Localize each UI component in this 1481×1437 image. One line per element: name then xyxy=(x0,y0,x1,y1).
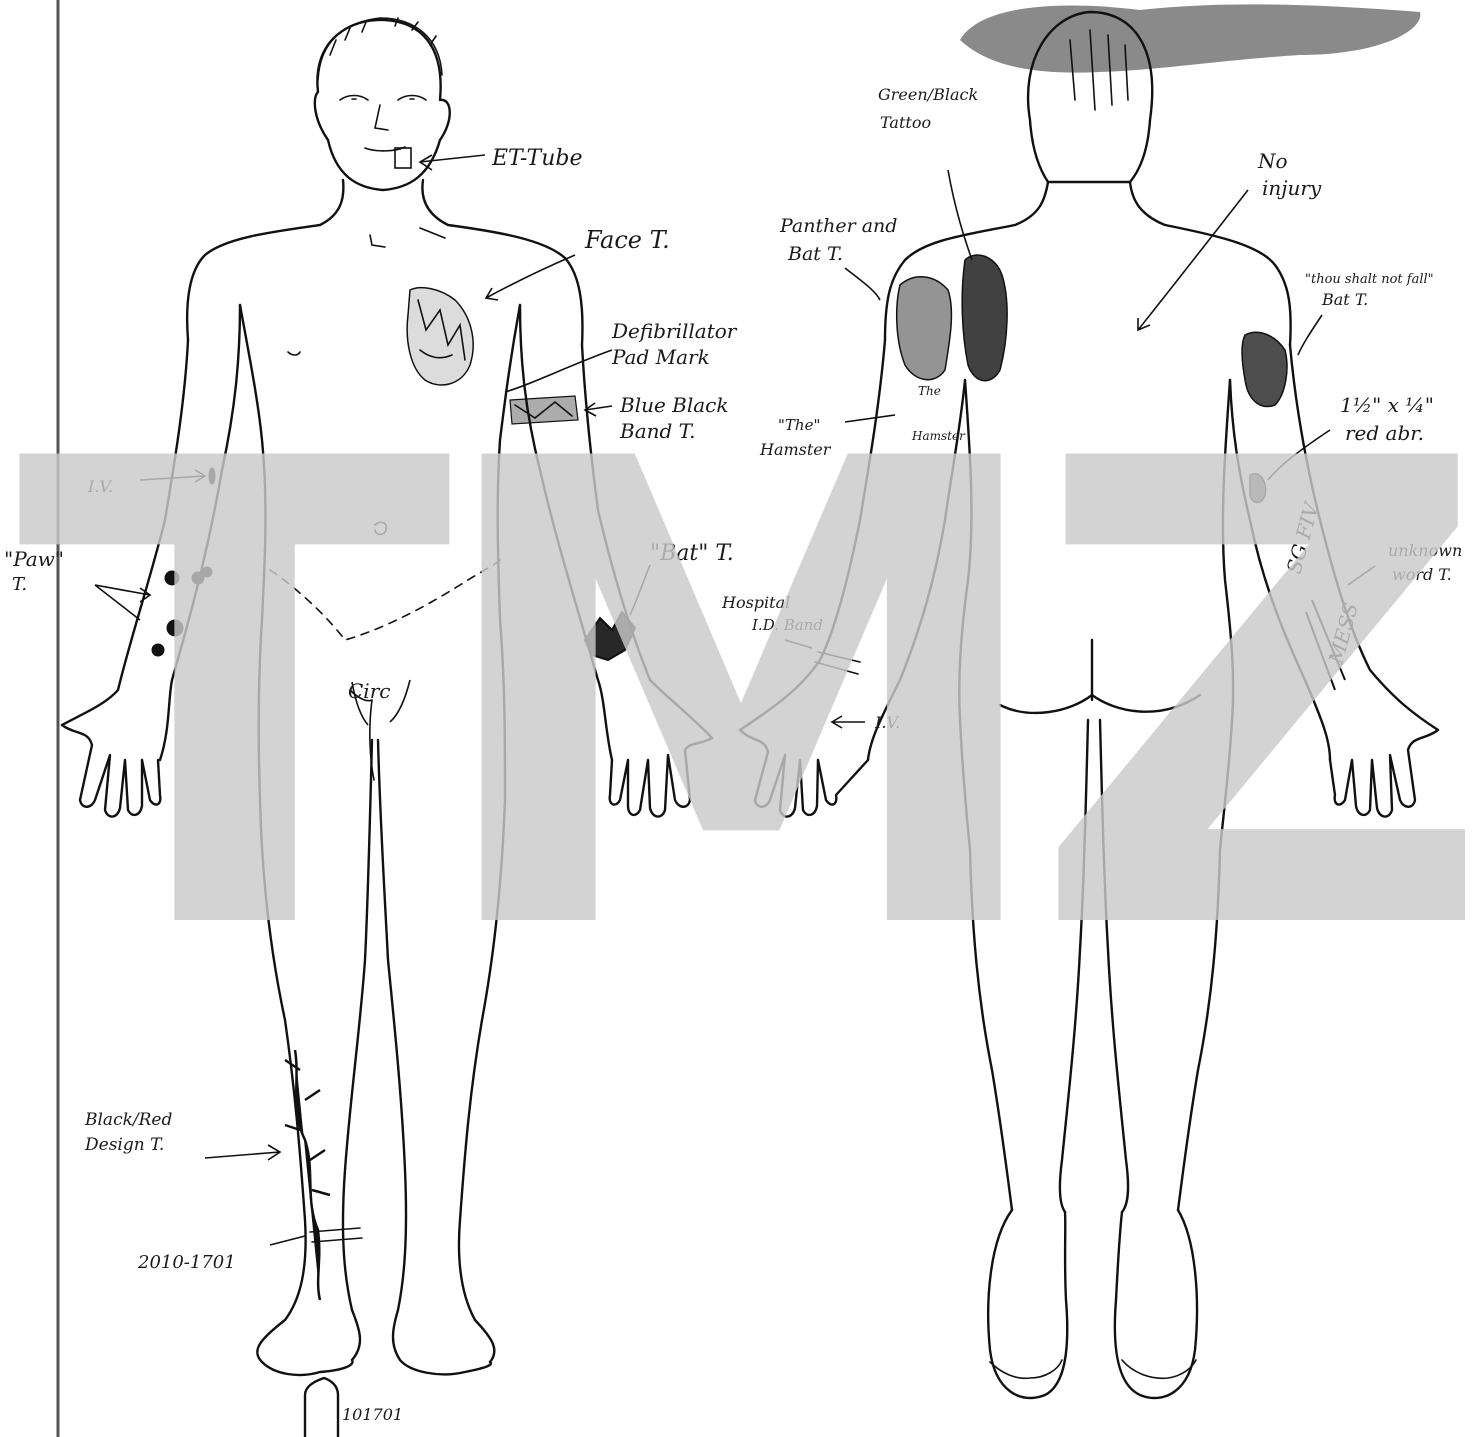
front-left-foot xyxy=(262,1360,353,1375)
back-shoulder-right xyxy=(1130,182,1291,345)
label-black-red-2: Design T. xyxy=(84,1135,164,1155)
front-collar xyxy=(370,228,445,247)
label-panther-1: Panther and xyxy=(779,215,897,237)
arrow-2010 xyxy=(270,1236,305,1245)
scan-smudge xyxy=(960,4,1420,72)
label-face-t: Face T. xyxy=(584,226,670,254)
label-shall-2: Bat T. xyxy=(1321,290,1368,309)
front-hair xyxy=(318,18,442,80)
front-nose xyxy=(375,105,388,130)
label-shall-1: "thou shalt not fall" xyxy=(1305,272,1434,287)
front-right-foot xyxy=(400,1360,491,1374)
et-tube-mark xyxy=(395,148,411,168)
front-eyes xyxy=(340,96,426,101)
back-left-toes xyxy=(990,1360,1062,1378)
arrow-panther xyxy=(845,268,880,300)
label-panther-2: Bat T. xyxy=(787,243,843,265)
back-right-foot xyxy=(1115,1210,1197,1398)
label-et-tube: ET-Tube xyxy=(491,146,583,171)
label-2010: 2010-1701 xyxy=(137,1252,236,1273)
label-green-black-1: Green/Black xyxy=(878,85,978,104)
label-green-black-2: Tattoo xyxy=(880,113,931,132)
label-black-red-1: Black/Red xyxy=(84,1110,172,1130)
arrow-green-black xyxy=(948,170,972,260)
label-no-injury-2: injury xyxy=(1262,176,1322,200)
watermark-logo: TMZ xyxy=(16,326,1469,1071)
leg-design-tattoo xyxy=(285,1050,330,1300)
back-right-toes xyxy=(1122,1360,1196,1378)
arrow-face xyxy=(486,255,575,300)
label-no-injury-1: No xyxy=(1257,149,1288,173)
front-neck-left xyxy=(187,180,343,340)
label-tag-number: 101701 xyxy=(342,1405,403,1424)
arrow-black-red xyxy=(205,1145,280,1160)
arrow-no-injury xyxy=(1138,190,1248,330)
toe-tag xyxy=(305,1378,338,1437)
